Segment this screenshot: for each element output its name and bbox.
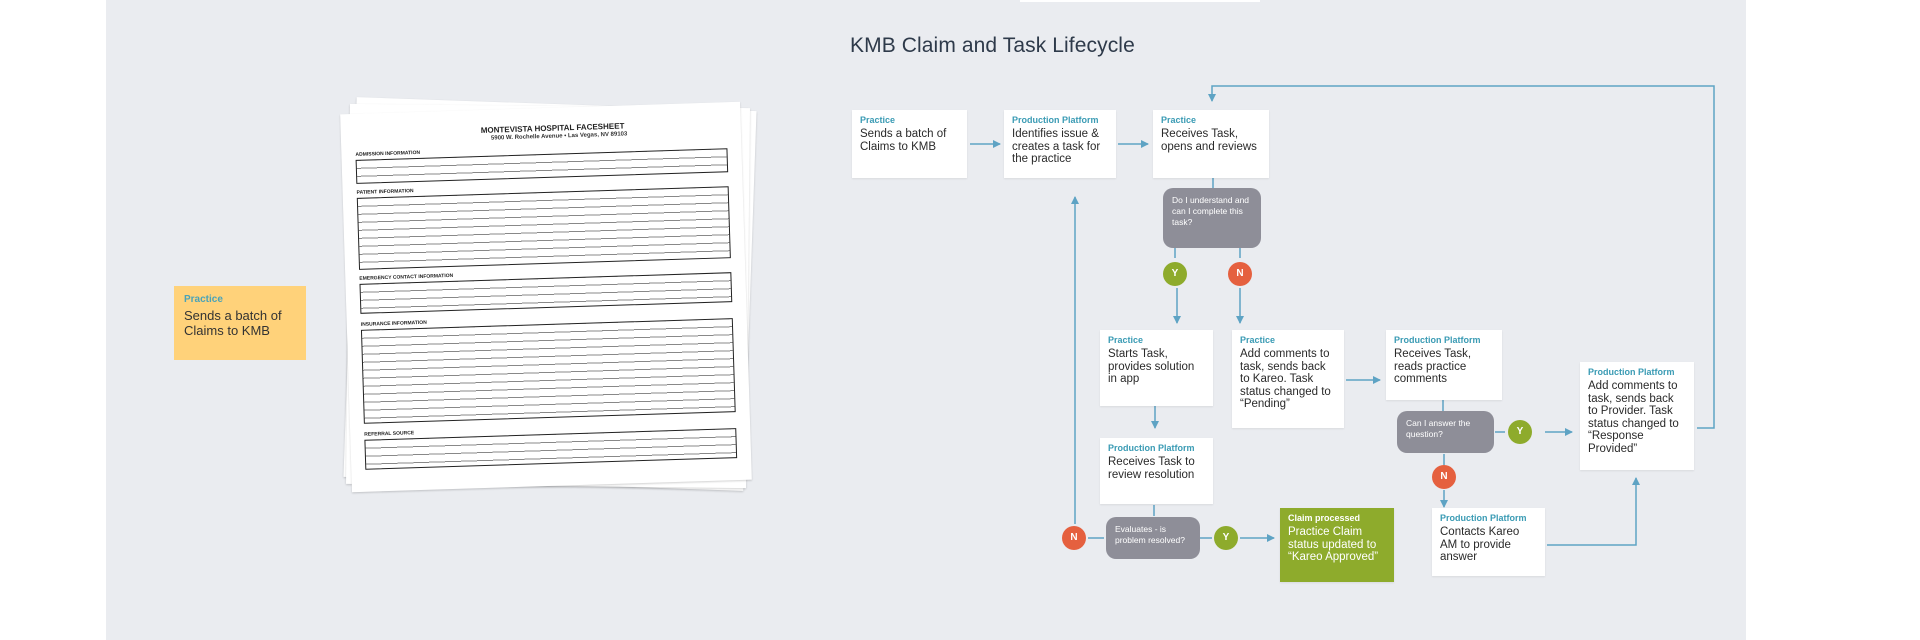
node-practice-starts-task[interactable]: Practice Starts Task, provides solution … (1100, 330, 1213, 406)
node-practice-receives-task[interactable]: Practice Receives Task, opens and review… (1153, 110, 1269, 178)
arrow-contact-to-provider (1547, 477, 1640, 546)
node-text: Receives Task, opens and reviews (1161, 128, 1257, 153)
node-claim-processed[interactable]: Claim processed Practice Claim status up… (1280, 508, 1394, 582)
node-role-label: Production Platform (1012, 115, 1099, 125)
diagram-title: KMB Claim and Task Lifecycle (850, 34, 1135, 57)
node-text: Contacts Kareo AM to provide answer (1440, 526, 1520, 563)
node-role-label: Production Platform (1440, 513, 1527, 523)
node-role-label: Practice (1108, 335, 1144, 345)
node-practice-sends-claims[interactable]: Practice Sends a batch of Claims to KMB (852, 110, 967, 178)
yes-marker-answer: Y (1508, 420, 1532, 444)
decision-problem-resolved[interactable]: Evaluates - is problem resolved? (1106, 517, 1200, 559)
node-platform-reviews-resolution[interactable]: Production Platform Receives Task to rev… (1100, 438, 1213, 504)
decision-answer-question[interactable]: Can I answer the question? (1397, 411, 1494, 453)
no-marker-understand: N (1228, 262, 1252, 286)
node-role-label: Practice (1161, 115, 1197, 125)
canvas-top-edge (1020, 0, 1260, 2)
no-marker-answer: N (1432, 465, 1456, 489)
node-text: Starts Task, provides solution in app (1108, 348, 1195, 385)
yes-marker-understand: Y (1163, 262, 1187, 286)
no-marker-resolved: N (1062, 526, 1086, 550)
node-role-label: Practice (860, 115, 896, 125)
node-platform-reads-comments[interactable]: Production Platform Receives Task, reads… (1386, 330, 1502, 400)
node-role-label: Practice (1240, 335, 1276, 345)
node-text: Add comments to task, sends back to Prov… (1588, 380, 1679, 455)
node-text: Practice Claim status updated to “Kareo … (1288, 526, 1379, 563)
node-practice-adds-comments[interactable]: Practice Add comments to task, sends bac… (1232, 330, 1344, 428)
node-text: Receives Task to review resolution (1108, 456, 1195, 481)
sticky-note-role: Practice (184, 294, 223, 305)
node-role-label: Production Platform (1108, 443, 1195, 453)
node-text: Receives Task, reads practice comments (1394, 348, 1472, 385)
sticky-note[interactable]: Practice Sends a batch of Claims to KMB (174, 286, 306, 360)
sticky-note-text: Sends a batch of Claims to KMB (184, 308, 282, 338)
node-role-label: Production Platform (1394, 335, 1481, 345)
node-text: Add comments to task, sends back to Kare… (1240, 348, 1331, 410)
decision-understand-task[interactable]: Do I understand and can I complete this … (1163, 188, 1261, 248)
node-role-label: Claim processed (1288, 513, 1361, 523)
node-text: Identifies issue & creates a task for th… (1012, 128, 1101, 165)
node-platform-sends-to-provider[interactable]: Production Platform Add comments to task… (1580, 362, 1694, 470)
node-role-label: Production Platform (1588, 367, 1675, 377)
node-text: Sends a batch of Claims to KMB (860, 128, 947, 153)
yes-marker-resolved: Y (1214, 526, 1238, 550)
node-platform-contacts-am[interactable]: Production Platform Contacts Kareo AM to… (1432, 508, 1545, 576)
arrow-provider-loop-back (1208, 85, 1715, 429)
node-platform-identifies-issue[interactable]: Production Platform Identifies issue & c… (1004, 110, 1116, 178)
